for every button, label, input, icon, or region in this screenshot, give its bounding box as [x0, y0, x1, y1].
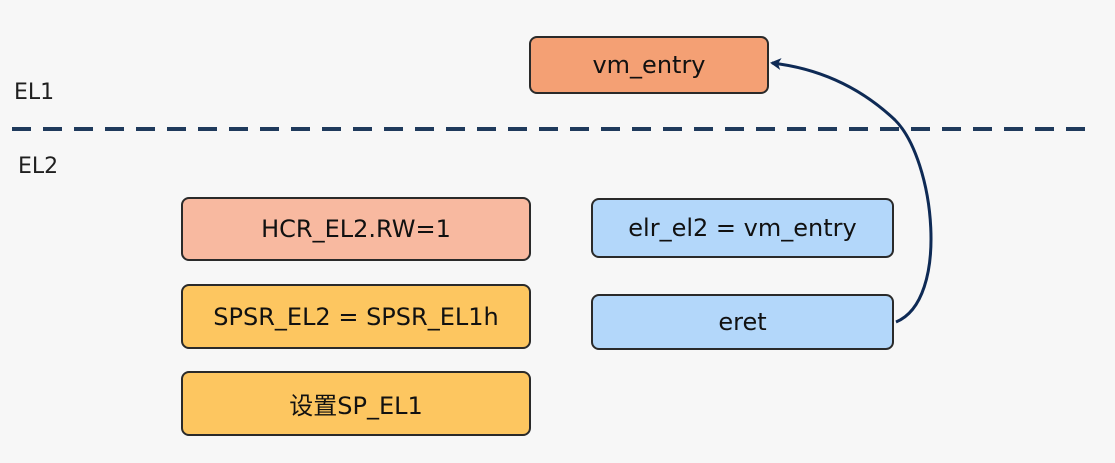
eret-to-vm-entry-arrow — [770, 58, 933, 324]
elr-el2-box: elr_el2 = vm_entry — [591, 198, 894, 258]
set-sp-el1-box: 设置SP_EL1 — [181, 371, 531, 436]
spsr-el2-label: SPSR_EL2 = SPSR_EL1h — [213, 302, 499, 331]
hcr-el2-rw-label: HCR_EL2.RW=1 — [261, 215, 451, 243]
el2-label: EL2 — [18, 154, 59, 179]
eret-box: eret — [591, 294, 894, 350]
vm-entry-box: vm_entry — [529, 36, 769, 94]
set-sp-el1-label: 设置SP_EL1 — [289, 392, 423, 420]
elr-el2-label: elr_el2 = vm_entry — [628, 214, 857, 242]
spsr-el2-box: SPSR_EL2 = SPSR_EL1h — [181, 284, 531, 349]
vm-entry-box-label: vm_entry — [592, 51, 706, 79]
el1-label: EL1 — [14, 80, 55, 105]
eret-label: eret — [718, 308, 767, 336]
hcr-el2-rw-box: HCR_EL2.RW=1 — [181, 197, 531, 261]
